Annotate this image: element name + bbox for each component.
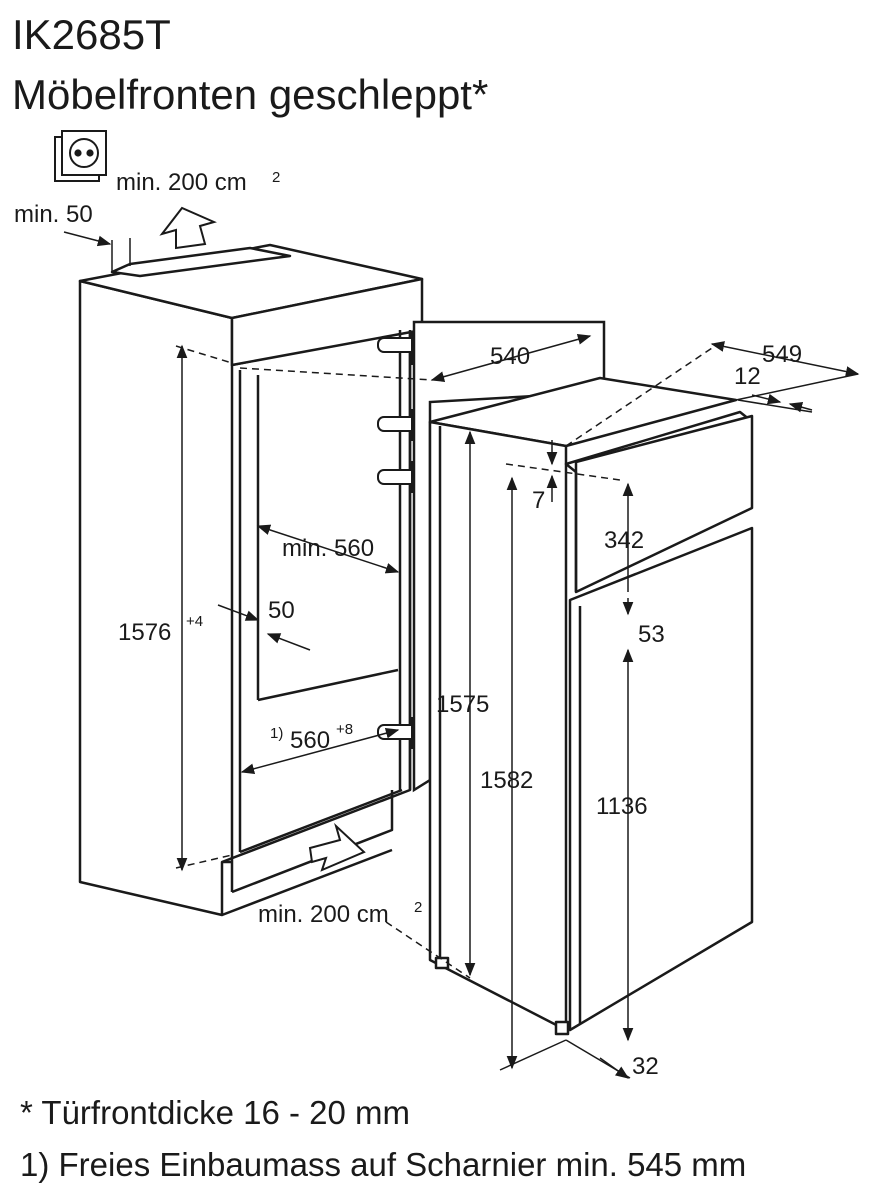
gap-back-label: min. 50: [14, 201, 93, 228]
fridge-door-label: 1136: [596, 793, 648, 820]
niche-width-label: min. 560: [282, 535, 374, 562]
air-outlet-arrow-icon: [159, 206, 217, 250]
overall-depth-label: 549: [762, 341, 802, 368]
door-gap-label: 53: [638, 621, 665, 648]
door-offset-label: 12: [734, 363, 761, 390]
appliance-body: [428, 376, 738, 1036]
door-thickness-note: * Türfrontdicke 16 - 20 mm: [20, 1094, 411, 1131]
niche-height-tolerance: +4: [186, 613, 203, 630]
niche-cabinet: [78, 243, 424, 917]
total-height-label: 1582: [480, 767, 533, 794]
hinge-clearance-note: 1) Freies Einbaumass auf Scharnier min. …: [20, 1146, 747, 1183]
niche-width-hinge-label: 560: [290, 727, 330, 754]
freezer-door-label: 342: [604, 527, 644, 554]
duct-depth-label: 50: [268, 597, 295, 624]
page-title: IK2685T: [12, 11, 171, 58]
base-offset-label: 32: [632, 1053, 659, 1080]
page-subtitle: Möbelfronten geschleppt*: [12, 71, 489, 118]
power-socket-icon: [54, 130, 107, 182]
dimension-lines: [63, 231, 860, 1079]
top-gap-label: 7: [532, 487, 545, 514]
vent-top-exponent: 2: [272, 169, 280, 186]
niche-height-label: 1576: [118, 619, 171, 646]
niche-width-hinge-tolerance: +8: [336, 721, 353, 738]
niche-depth-label: 540: [490, 343, 530, 370]
vent-bottom-exponent: 2: [414, 899, 422, 916]
appliance-doors: [564, 410, 754, 1032]
air-inlet-arrow-icon: [308, 822, 366, 872]
vent-top-label: min. 200 cm: [116, 169, 247, 196]
vent-bottom-label: min. 200 cm: [258, 901, 389, 928]
appliance-height-label: 1575: [436, 691, 489, 718]
hinge-footnote-ref: 1): [270, 725, 283, 742]
